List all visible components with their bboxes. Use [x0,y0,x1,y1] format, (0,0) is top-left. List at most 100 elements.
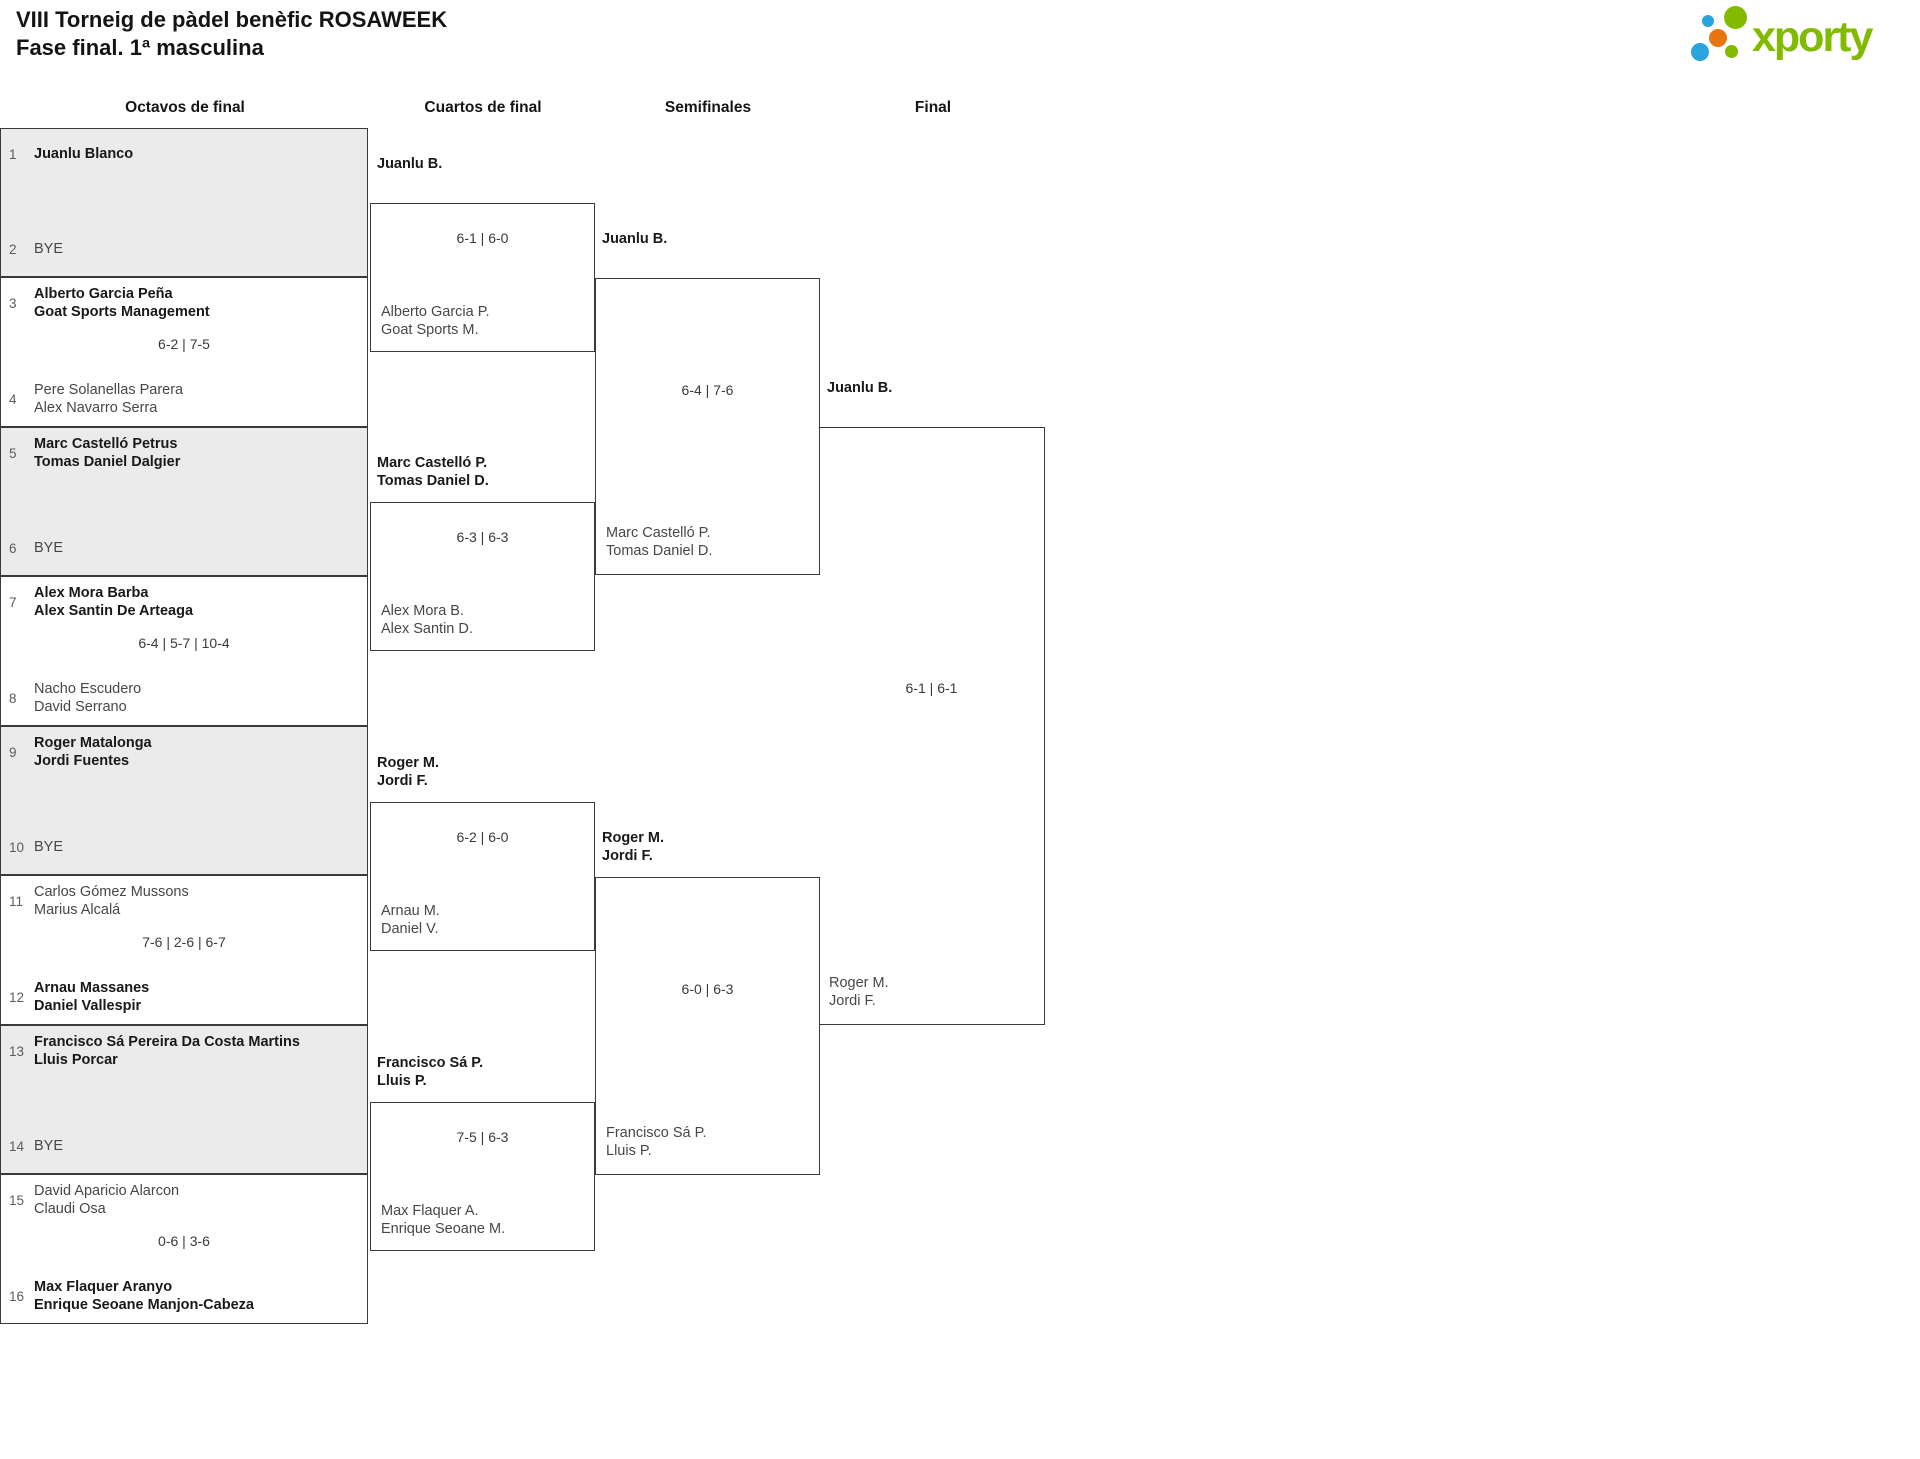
advancing-team-label: Marc Castelló P.Tomas Daniel D. [377,454,489,490]
seed-number: 11 [9,893,24,909]
team-name: Carlos Gómez Mussons [34,884,189,900]
team-name: Goat Sports Management [34,304,210,320]
seed-number: 7 [9,594,17,610]
team-name: Juanlu Blanco [34,146,134,162]
team-name: Claudi Osa [34,1201,106,1217]
match-score: 6-2 | 6-0 [456,829,509,845]
bye-label: BYE [34,1138,64,1154]
match-score: 7-5 | 6-3 [456,1129,509,1145]
team-name: Alberto Garcia Peña [34,286,173,302]
losing-team-label: Alberto Garcia P.Goat Sports M. [381,303,590,339]
team-name: Tomas Daniel D. [377,473,489,489]
team-name: Marc Castelló Petrus [34,436,178,452]
team-name: Max Flaquer Aranyo [34,1279,173,1295]
advancing-team-label: Roger M.Jordi F. [602,829,664,865]
qf-match-2: 6-3 | 6-3 Alex Mora B.Alex Santin D. [370,502,595,651]
team-name: Francisco Sá Pereira Da Costa Martins [34,1034,300,1050]
team-name: Max Flaquer A. [381,1203,479,1219]
team-slot: 13 Francisco Sá Pereira Da Costa Martins… [9,1032,361,1070]
losing-team-label: Max Flaquer A. Enrique Seoane M. [381,1202,590,1238]
logo-dot-green-big [1724,6,1747,29]
advancing-team-label: Juanlu B. [377,155,442,173]
match-score: 6-4 | 7-6 [681,382,734,398]
bye-label: BYE [34,839,64,855]
team-name: Roger M. [377,755,440,771]
team-name: Jordi Fuentes [34,753,130,769]
logo-dot-blue-small [1702,15,1714,27]
logo-dot-green-small [1725,45,1738,58]
round-header-f: Final [914,99,952,116]
match-score: 6-0 | 6-3 [681,981,734,997]
team-name: Alex Mora Barba [34,585,149,601]
seed-number: 4 [9,391,17,407]
seed-number: 6 [9,540,17,556]
team-name: Juanlu B. [602,231,668,247]
losing-team-label: Francisco Sá P.Lluis P. [606,1124,815,1160]
team-name: Enrique Seoane Manjon-Cabeza [34,1297,254,1313]
tournament-title: VIII Torneig de pàdel benèfic ROSAWEEK [16,7,448,32]
team-name: Marc Castelló P. [606,525,711,541]
team-name: Alex Mora B. [381,603,464,619]
team-name: Tomas Daniel D. [606,543,713,559]
team-name: Lluis P. [606,1143,652,1159]
losing-team-label: Marc Castelló P. Tomas Daniel D. [606,524,815,560]
team-name: Alex Navarro Serra [34,400,158,416]
team-name: Arnau Massanes [34,980,150,996]
losing-team-label: Arnau M.Daniel V. [381,902,590,938]
team-name: Lluis P. [377,1073,427,1089]
team-name: Tomas Daniel Dalgier [34,454,181,470]
match-score: 6-3 | 6-3 [456,529,509,545]
team-name: David Serrano [34,699,127,715]
logo-dot-orange [1709,29,1727,47]
team-name: Enrique Seoane M. [381,1221,506,1237]
round-header-qf: Cuartos de final [424,99,542,116]
logo-wordmark: xporty [1752,13,1873,61]
seed-number: 16 [9,1288,25,1304]
match-score: 6-1 | 6-0 [456,230,509,246]
team-name: Roger Matalonga [34,735,152,751]
r16-match-1: 1 Juanlu Blanco 2 BYE [0,128,368,277]
seed-number: 13 [9,1043,25,1059]
seed-number: 10 [9,839,25,855]
seed-number: 15 [9,1192,25,1208]
team-name: Francisco Sá P. [377,1055,484,1071]
phase-subtitle: Fase final. 1ª masculina [16,35,264,60]
match-score: 6-4 | 5-7 | 10-4 [138,635,230,651]
qf-match-4: 7-5 | 6-3 Max Flaquer A. Enrique Seoane M… [370,1102,595,1251]
seed-number: 12 [9,989,25,1005]
team-name: Marius Alcalá [34,902,121,918]
match-score: 0-6 | 3-6 [158,1233,210,1249]
advancing-team-label: Francisco Sá P. Lluis P. [377,1054,483,1090]
team-slot: 2 BYE [9,230,361,268]
match-score: 6-2 | 7-5 [158,336,210,352]
qf-match-3: 6-2 | 6-0 Arnau M.Daniel V. [370,802,595,951]
seed-number: 8 [9,690,17,706]
seed-number: 14 [9,1138,25,1154]
team-name: Arnau M. [381,903,440,919]
match-score: 6-1 | 6-1 [905,680,958,696]
bye-label: BYE [34,540,64,556]
seed-number: 5 [9,445,17,461]
team-slot: 14 BYE [9,1127,361,1165]
team-name: David Aparicio Alarcon [34,1183,180,1199]
team-name: Alex Santin De Arteaga [34,603,194,619]
seed-number: 9 [9,744,17,760]
seed-number: 1 [9,146,17,162]
team-slot: 6 BYE [9,529,361,567]
team-name: Roger M. [829,975,889,991]
team-name: Jordi F. [829,993,876,1009]
losing-team-label: Roger M. Jordi F. [829,974,1040,1010]
